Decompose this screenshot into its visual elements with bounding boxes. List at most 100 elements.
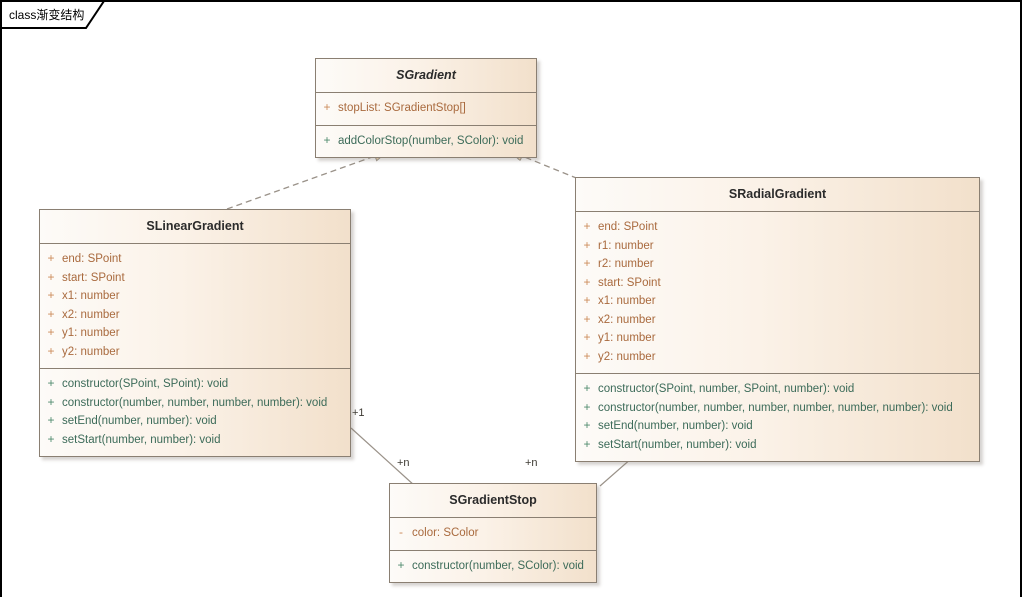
attribute-row[interactable]: + r2: number: [576, 255, 979, 274]
attribute-row[interactable]: + start: SPoint: [576, 274, 979, 293]
attribute-label: x2: number: [598, 313, 656, 326]
sradialgradient-title-section: SRadialGradient: [576, 178, 979, 211]
attribute-row[interactable]: + stopList: SGradientStop[]: [316, 99, 536, 118]
method-row[interactable]: + constructor(number, number, number, nu…: [40, 394, 350, 413]
visibility-marker: +: [583, 348, 591, 363]
slineargradient-attributes-section: + end: SPoint + start: SPoint + x1: numb…: [40, 243, 350, 368]
visibility-marker: +: [47, 343, 55, 358]
diagram-frame-right-border: [1020, 0, 1022, 597]
class-box-slineargradient[interactable]: SLinearGradient + end: SPoint + start: S…: [39, 209, 351, 457]
method-label: setEnd(number, number): void: [598, 420, 753, 432]
attribute-label: r2: number: [598, 258, 654, 270]
attribute-label: r1: number: [598, 239, 654, 252]
slineargradient-title-section: SLinearGradient: [40, 210, 350, 243]
multiplicity-linear-target: +n: [397, 457, 410, 469]
attribute-label: start: SPoint: [62, 271, 125, 284]
visibility-marker: +: [47, 325, 55, 339]
visibility-marker: +: [583, 293, 591, 307]
class-box-sgradient[interactable]: SGradient + stopList: SGradientStop[] + …: [315, 58, 537, 158]
visibility-marker: +: [583, 274, 591, 289]
method-row[interactable]: + constructor(SPoint, SPoint): void: [40, 375, 350, 394]
diagram-frame-left-border: [0, 0, 2, 597]
diagram-frame-top-border: [0, 0, 1022, 2]
diagram-name-tab-shape: [0, 0, 106, 29]
attribute-row[interactable]: + y1: number: [40, 324, 350, 343]
attribute-row[interactable]: + x2: number: [40, 306, 350, 325]
sgradientstop-attributes-section: - color: SColor: [390, 517, 596, 550]
method-row[interactable]: + constructor(number, number, number, nu…: [576, 399, 979, 418]
sradialgradient-methods-section: + constructor(SPoint, number, SPoint, nu…: [576, 373, 979, 461]
attribute-label: start: SPoint: [598, 276, 661, 289]
diagram-name-tab[interactable]: class渐变结构: [0, 0, 110, 30]
method-label: setStart(number, number): void: [598, 438, 757, 451]
sgradient-title-section: SGradient: [316, 59, 536, 92]
attribute-row[interactable]: + start: SPoint: [40, 269, 350, 288]
method-label: constructor(SPoint, number, SPoint, numb…: [598, 383, 855, 395]
attribute-label: end: SPoint: [598, 221, 658, 233]
method-row[interactable]: + setStart(number, number): void: [576, 436, 979, 455]
visibility-marker: +: [323, 132, 331, 147]
visibility-marker: +: [47, 394, 55, 409]
attribute-row[interactable]: + end: SPoint: [40, 250, 350, 269]
attribute-label: y2: number: [598, 350, 656, 363]
multiplicity-linear-source: +1: [352, 407, 365, 419]
method-label: setStart(number, number): void: [62, 433, 221, 446]
class-box-sradialgradient[interactable]: SRadialGradient + end: SPoint + r1: numb…: [575, 177, 980, 462]
sradialgradient-class-name: SRadialGradient: [728, 187, 827, 201]
visibility-marker: +: [583, 311, 591, 326]
visibility-marker: +: [397, 557, 405, 572]
attribute-label: stopList: SGradientStop[]: [338, 102, 466, 114]
method-row[interactable]: + addColorStop(number, SColor): void: [316, 132, 536, 151]
attribute-row[interactable]: + y1: number: [576, 329, 979, 348]
method-row[interactable]: + constructor(SPoint, number, SPoint, nu…: [576, 380, 979, 399]
method-label: constructor(number, SColor): void: [412, 559, 584, 572]
visibility-marker: +: [583, 399, 591, 414]
attribute-label: color: SColor: [412, 527, 479, 539]
visibility-marker: +: [47, 431, 55, 446]
attribute-label: end: SPoint: [62, 253, 122, 265]
method-label: constructor(SPoint, SPoint): void: [62, 378, 229, 390]
method-label: constructor(number, number, number, numb…: [62, 396, 328, 409]
attribute-row[interactable]: - color: SColor: [390, 524, 596, 543]
sgradientstop-title-section: SGradientStop: [390, 484, 596, 517]
attribute-label: x2: number: [62, 308, 120, 321]
visibility-marker: +: [323, 100, 331, 114]
visibility-marker: +: [47, 288, 55, 302]
slineargradient-methods-section: + constructor(SPoint, SPoint): void + co…: [40, 368, 350, 456]
generalization-lineargradient-to-sgradient: [226, 156, 375, 210]
attribute-row[interactable]: + y2: number: [576, 348, 979, 367]
sgradient-methods-section: + addColorStop(number, SColor): void: [316, 124, 536, 158]
attribute-row[interactable]: + r1: number: [576, 237, 979, 256]
method-label: setEnd(number, number): void: [62, 415, 217, 427]
diagram-name-tab-label: class渐变结构: [9, 8, 85, 22]
attribute-row[interactable]: + x1: number: [40, 287, 350, 306]
visibility-marker: +: [583, 256, 591, 270]
class-box-sgradientstop[interactable]: SGradientStop - color: SColor + construc…: [389, 483, 597, 583]
attribute-row[interactable]: + x1: number: [576, 292, 979, 311]
method-row[interactable]: + setEnd(number, number): void: [40, 412, 350, 431]
visibility-marker: +: [583, 381, 591, 395]
sradialgradient-attributes-section: + end: SPoint + r1: number + r2: number …: [576, 211, 979, 373]
visibility-marker: +: [583, 330, 591, 344]
sgradientstop-class-name: SGradientStop: [449, 493, 537, 507]
visibility-marker: -: [399, 525, 403, 539]
visibility-marker: +: [47, 376, 55, 390]
visibility-marker: +: [47, 269, 55, 284]
attribute-row[interactable]: + x2: number: [576, 311, 979, 330]
attribute-row[interactable]: + y2: number: [40, 343, 350, 362]
attribute-label: y1: number: [62, 327, 120, 339]
visibility-marker: +: [583, 418, 591, 432]
sgradient-class-name: SGradient: [396, 68, 456, 82]
attribute-label: x1: number: [598, 295, 656, 307]
method-row[interactable]: + setEnd(number, number): void: [576, 417, 979, 436]
visibility-marker: +: [47, 306, 55, 321]
multiplicity-radial-target: +n: [525, 457, 538, 469]
method-label: addColorStop(number, SColor): void: [338, 134, 524, 147]
attribute-label: y1: number: [598, 332, 656, 344]
attribute-row[interactable]: + end: SPoint: [576, 218, 979, 237]
visibility-marker: +: [583, 219, 591, 233]
slineargradient-class-name: SLinearGradient: [146, 219, 244, 233]
method-row[interactable]: + setStart(number, number): void: [40, 431, 350, 450]
method-row[interactable]: + constructor(number, SColor): void: [390, 557, 596, 576]
